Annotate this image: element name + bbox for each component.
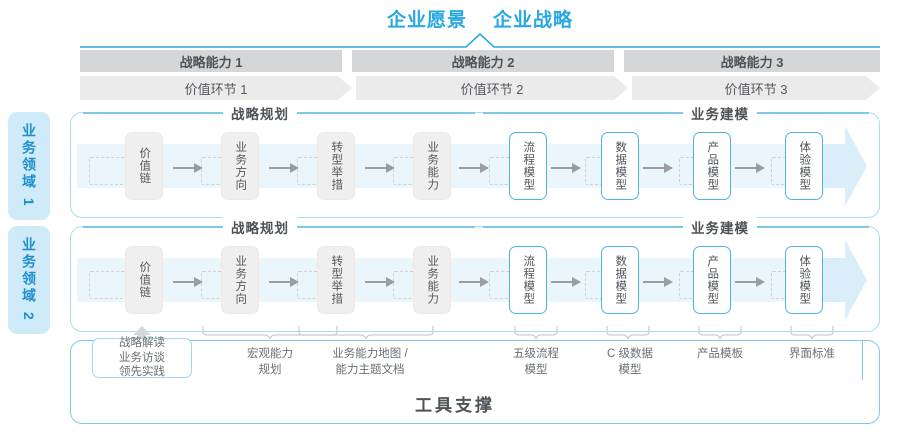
section-rule-left: [83, 226, 223, 228]
step-box-business-direction-2[interactable]: 业务方向: [221, 246, 259, 314]
step-box-label: 流程模型: [522, 255, 535, 305]
up-arrow-icon: [132, 326, 152, 340]
flow-band-arrow-2: [815, 236, 867, 324]
arrow-icon-6: [643, 275, 673, 287]
step-box-label: 产品模型: [706, 141, 719, 191]
step-box-transformation-measures-2[interactable]: 转型举措: [317, 246, 355, 314]
bracket-product-template: [698, 326, 742, 340]
step-box-label: 体验模型: [798, 141, 811, 191]
step-box-value-chain-2[interactable]: 价值链: [125, 246, 163, 314]
peak-connector-svg: [80, 32, 880, 48]
section-rule-left: [483, 112, 683, 114]
arrow-icon-3: [365, 275, 395, 287]
capability-bar-row: 战略能力 1 战略能力 2 战略能力 3: [80, 50, 880, 72]
arrow-icon-5: [551, 161, 581, 173]
caption-business-capability-map: 业务能力地图 / 能力主题文档: [332, 348, 408, 376]
sidebar-item-domain-2-label: 业务领域 2: [21, 237, 37, 323]
sidebar-item-domain-1-label: 业务领域 1: [21, 123, 37, 209]
section-rule-right: [757, 112, 869, 114]
section-header-strategic-planning-1: 战略规划: [83, 103, 475, 123]
step-box-label: 业务能力: [426, 255, 439, 305]
bracket-data-model: [606, 326, 650, 340]
step-box-label: 转型举措: [330, 141, 343, 191]
step-box-business-direction-1[interactable]: 业务方向: [221, 132, 259, 200]
capability-bar-1[interactable]: 战略能力 1: [80, 50, 342, 72]
section-label-strategic-planning-2: 战略规划: [223, 217, 297, 237]
arrow-icon-4: [459, 161, 489, 173]
arrow-icon-1: [173, 161, 203, 173]
step-box-process-model-1[interactable]: 流程模型: [509, 132, 547, 200]
value-bar-3[interactable]: 价值环节 3: [632, 76, 880, 100]
sidebar-item-domain-2[interactable]: 业务领域 2: [8, 226, 50, 334]
section-header-business-modeling-1: 业务建模: [483, 103, 869, 123]
value-bar-row: 价值环节 1 价值环节 2 价值环节 3: [80, 76, 880, 100]
arrow-icon-6: [643, 161, 673, 173]
step-box-label: 体验模型: [798, 255, 811, 305]
section-rule-right: [297, 112, 475, 114]
flow-band-arrow-1: [815, 122, 867, 210]
step-box-label: 业务方向: [234, 255, 247, 305]
arrow-icon-7: [735, 275, 765, 287]
step-box-label: 价值链: [138, 147, 151, 185]
domain-row-1: 战略规划 业务建模 价值链 业务方向 转型举措 业务能力 流程模型 数据模型 产…: [70, 103, 880, 218]
step-box-experience-model-1[interactable]: 体验模型: [785, 132, 823, 200]
section-label-strategic-planning-1: 战略规划: [223, 103, 297, 123]
step-box-label: 价值链: [138, 261, 151, 299]
step-box-label: 业务能力: [426, 141, 439, 191]
section-header-strategic-planning-2: 战略规划: [83, 217, 475, 237]
section-rule-left: [483, 226, 683, 228]
step-box-business-capability-2[interactable]: 业务能力: [413, 246, 451, 314]
arrow-icon-1: [173, 275, 203, 287]
step-box-label: 流程模型: [522, 141, 535, 191]
tool-support-container: [70, 340, 880, 424]
section-label-business-modeling-2: 业务建模: [683, 217, 757, 237]
caption-macro-capability-planning: 宏观能力 规划: [247, 348, 293, 376]
title-enterprise-vision: 企业愿景: [386, 9, 467, 31]
arrow-icon-4: [459, 275, 489, 287]
sidebar-item-domain-1[interactable]: 业务领域 1: [8, 112, 50, 220]
arrow-icon-2: [269, 275, 299, 287]
step-box-data-model-1[interactable]: 数据模型: [601, 132, 639, 200]
capability-bar-2[interactable]: 战略能力 2: [352, 50, 614, 72]
step-box-label: 业务方向: [234, 141, 247, 191]
section-header-business-modeling-2: 业务建模: [483, 217, 869, 237]
step-box-label: 转型举措: [330, 255, 343, 305]
step-box-label: 数据模型: [614, 141, 627, 191]
value-bar-1[interactable]: 价值环节 1: [80, 76, 352, 100]
bracket-capability-map: [298, 326, 434, 340]
caption-ui-standard: 界面标准: [789, 348, 835, 360]
step-box-transformation-measures-1[interactable]: 转型举措: [317, 132, 355, 200]
top-titles: 企业愿景 企业战略: [330, 4, 630, 32]
section-label-business-modeling-1: 业务建模: [683, 103, 757, 123]
bracket-process-model: [514, 326, 558, 340]
capability-bar-3[interactable]: 战略能力 3: [624, 50, 880, 72]
section-rule-right: [757, 226, 869, 228]
section-rule-right: [297, 226, 475, 228]
step-box-value-chain-1[interactable]: 价值链: [125, 132, 163, 200]
step-box-label: 产品模型: [706, 255, 719, 305]
arrow-icon-3: [365, 161, 395, 173]
caption-five-level-process-model: 五级流程 模型: [513, 348, 559, 376]
tools-divider: [862, 340, 864, 380]
arrow-icon-2: [269, 161, 299, 173]
section-rule-left: [83, 112, 223, 114]
arrow-icon-5: [551, 275, 581, 287]
value-bar-2[interactable]: 价值环节 2: [356, 76, 628, 100]
title-enterprise-strategy: 企业战略: [493, 9, 574, 31]
step-box-product-model-2[interactable]: 产品模型: [693, 246, 731, 314]
tool-support-title: 工具支撑: [415, 396, 495, 415]
step-box-label: 数据模型: [614, 255, 627, 305]
caption-product-template: 产品模板: [697, 348, 743, 360]
caption-box-strategy-interpretation[interactable]: 战略解读 业务访谈 领先实践: [92, 337, 192, 378]
domain-row-2: 战略规划 业务建模 价值链 业务方向 转型举措 业务能力 流程模型 数据模型 产…: [70, 217, 880, 332]
bracket-ui-standard: [790, 326, 834, 340]
step-box-product-model-1[interactable]: 产品模型: [693, 132, 731, 200]
arrow-icon-7: [735, 161, 765, 173]
caption-c-level-data-model: C 级数据 模型: [607, 348, 653, 376]
step-box-process-model-2[interactable]: 流程模型: [509, 246, 547, 314]
step-box-business-capability-1[interactable]: 业务能力: [413, 132, 451, 200]
step-box-data-model-2[interactable]: 数据模型: [601, 246, 639, 314]
step-box-experience-model-2[interactable]: 体验模型: [785, 246, 823, 314]
peak-connector: [80, 30, 880, 52]
